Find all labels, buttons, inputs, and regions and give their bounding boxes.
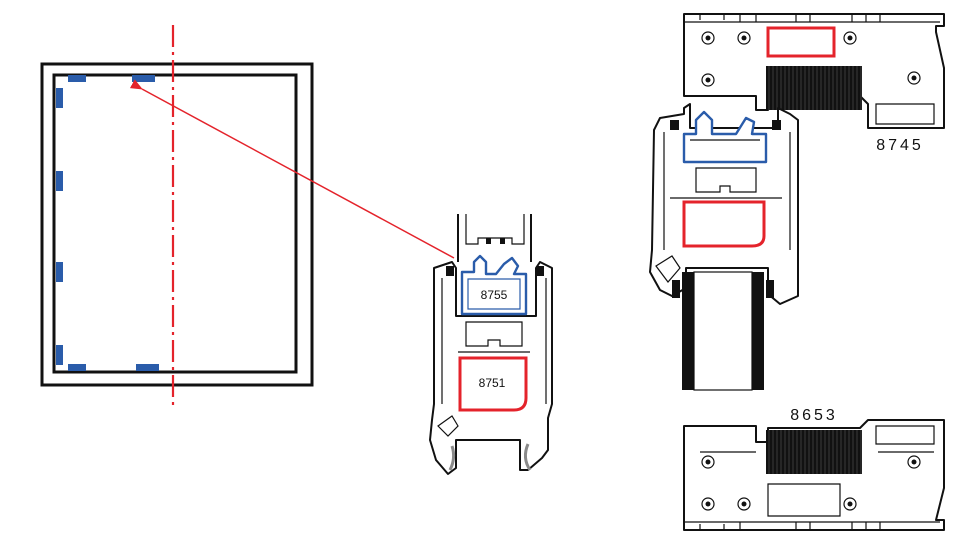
right-sliding-sash (649, 103, 799, 391)
label-8751: 8751 (479, 376, 506, 390)
sash-seal-left (672, 280, 680, 298)
window-outer-frame (40, 62, 314, 387)
bottom-drain-chamber (875, 425, 935, 445)
window-inner-frame (52, 73, 298, 374)
window-elevation (40, 25, 314, 408)
blue-marker-left-3 (56, 262, 63, 282)
bottom-frame-tabs (699, 522, 881, 530)
center-bead-detail (437, 415, 459, 437)
top-screw-boss-5 (907, 71, 921, 85)
bottom-frame-body (683, 419, 945, 531)
sash-blue-reinforcement (682, 110, 768, 164)
bottom-screw-core-5 (911, 459, 917, 465)
top-screw-core-3 (741, 35, 747, 41)
blue-marker-top-2 (132, 75, 155, 82)
right-top-frame-profile: 8745 (683, 13, 945, 154)
label-8755: 8755 (481, 288, 508, 302)
top-screw-boss-2 (701, 73, 715, 87)
center-profile-section: 8755 8751 (429, 214, 553, 475)
sash-gasket-left (670, 120, 679, 130)
top-screw-core-4 (847, 35, 853, 41)
sash-inner-walls (663, 132, 791, 250)
center-sash-inner-walls (441, 278, 547, 404)
label-8653: 8653 (790, 407, 838, 424)
top-drain-chamber (875, 103, 935, 125)
bottom-screw-boss-3 (737, 497, 751, 511)
center-seal-right (523, 443, 532, 471)
center-gasket-left (446, 266, 454, 276)
bottom-screw-core-2 (705, 501, 711, 507)
center-red-reinforcement (458, 356, 528, 412)
bottom-screw-boss-1 (701, 455, 715, 469)
top-screw-boss-4 (843, 31, 857, 45)
center-middle-chamber (465, 321, 523, 347)
top-frame-tabs (699, 14, 881, 22)
bottom-brush-seal (766, 430, 862, 474)
pointer-arrow (129, 79, 455, 259)
sash-red-reinforcement (682, 200, 766, 248)
top-screw-core-1 (705, 35, 711, 41)
sash-gasket-right (772, 120, 781, 130)
right-bottom-frame-profile: 8653 (683, 407, 945, 531)
top-screw-boss-1 (701, 31, 715, 45)
center-stem-lines (457, 214, 532, 262)
glass-spacer (693, 271, 753, 391)
blue-marker-left-2 (56, 171, 63, 191)
sash-middle-chamber (695, 167, 757, 193)
bottom-screw-boss-4 (843, 497, 857, 511)
sash-glazing-bead (655, 255, 681, 283)
blue-marker-group (56, 75, 159, 371)
bottom-screw-core-3 (741, 501, 747, 507)
bottom-screw-boss-2 (701, 497, 715, 511)
bottom-screw-core-4 (847, 501, 853, 507)
center-stem-tab-left (486, 238, 491, 244)
top-screw-core-2 (705, 77, 711, 83)
bottom-center-chamber (767, 483, 841, 517)
top-screw-core-5 (911, 75, 917, 81)
top-red-reinforcement (766, 26, 836, 58)
sash-seal-right (766, 280, 774, 298)
top-screw-boss-3 (737, 31, 751, 45)
center-stem-tab-right (500, 238, 505, 244)
glass-pane-right (752, 272, 764, 390)
center-blue-reinforcement (460, 254, 528, 316)
center-seal-left (448, 445, 456, 471)
glass-pane-left (682, 272, 694, 390)
top-brush-seal (766, 66, 862, 110)
center-gasket-right (536, 266, 544, 276)
blue-marker-top-1 (68, 75, 86, 82)
bottom-screw-boss-5 (907, 455, 921, 469)
blue-marker-left-4 (56, 345, 63, 365)
blue-marker-bottom-1 (68, 364, 86, 371)
center-stem-inner (465, 214, 525, 245)
blue-marker-left-1 (56, 88, 63, 108)
label-8745: 8745 (876, 137, 924, 154)
center-blue-inner (467, 278, 521, 310)
bottom-screw-core-1 (705, 459, 711, 465)
blue-marker-bottom-2 (136, 364, 159, 371)
